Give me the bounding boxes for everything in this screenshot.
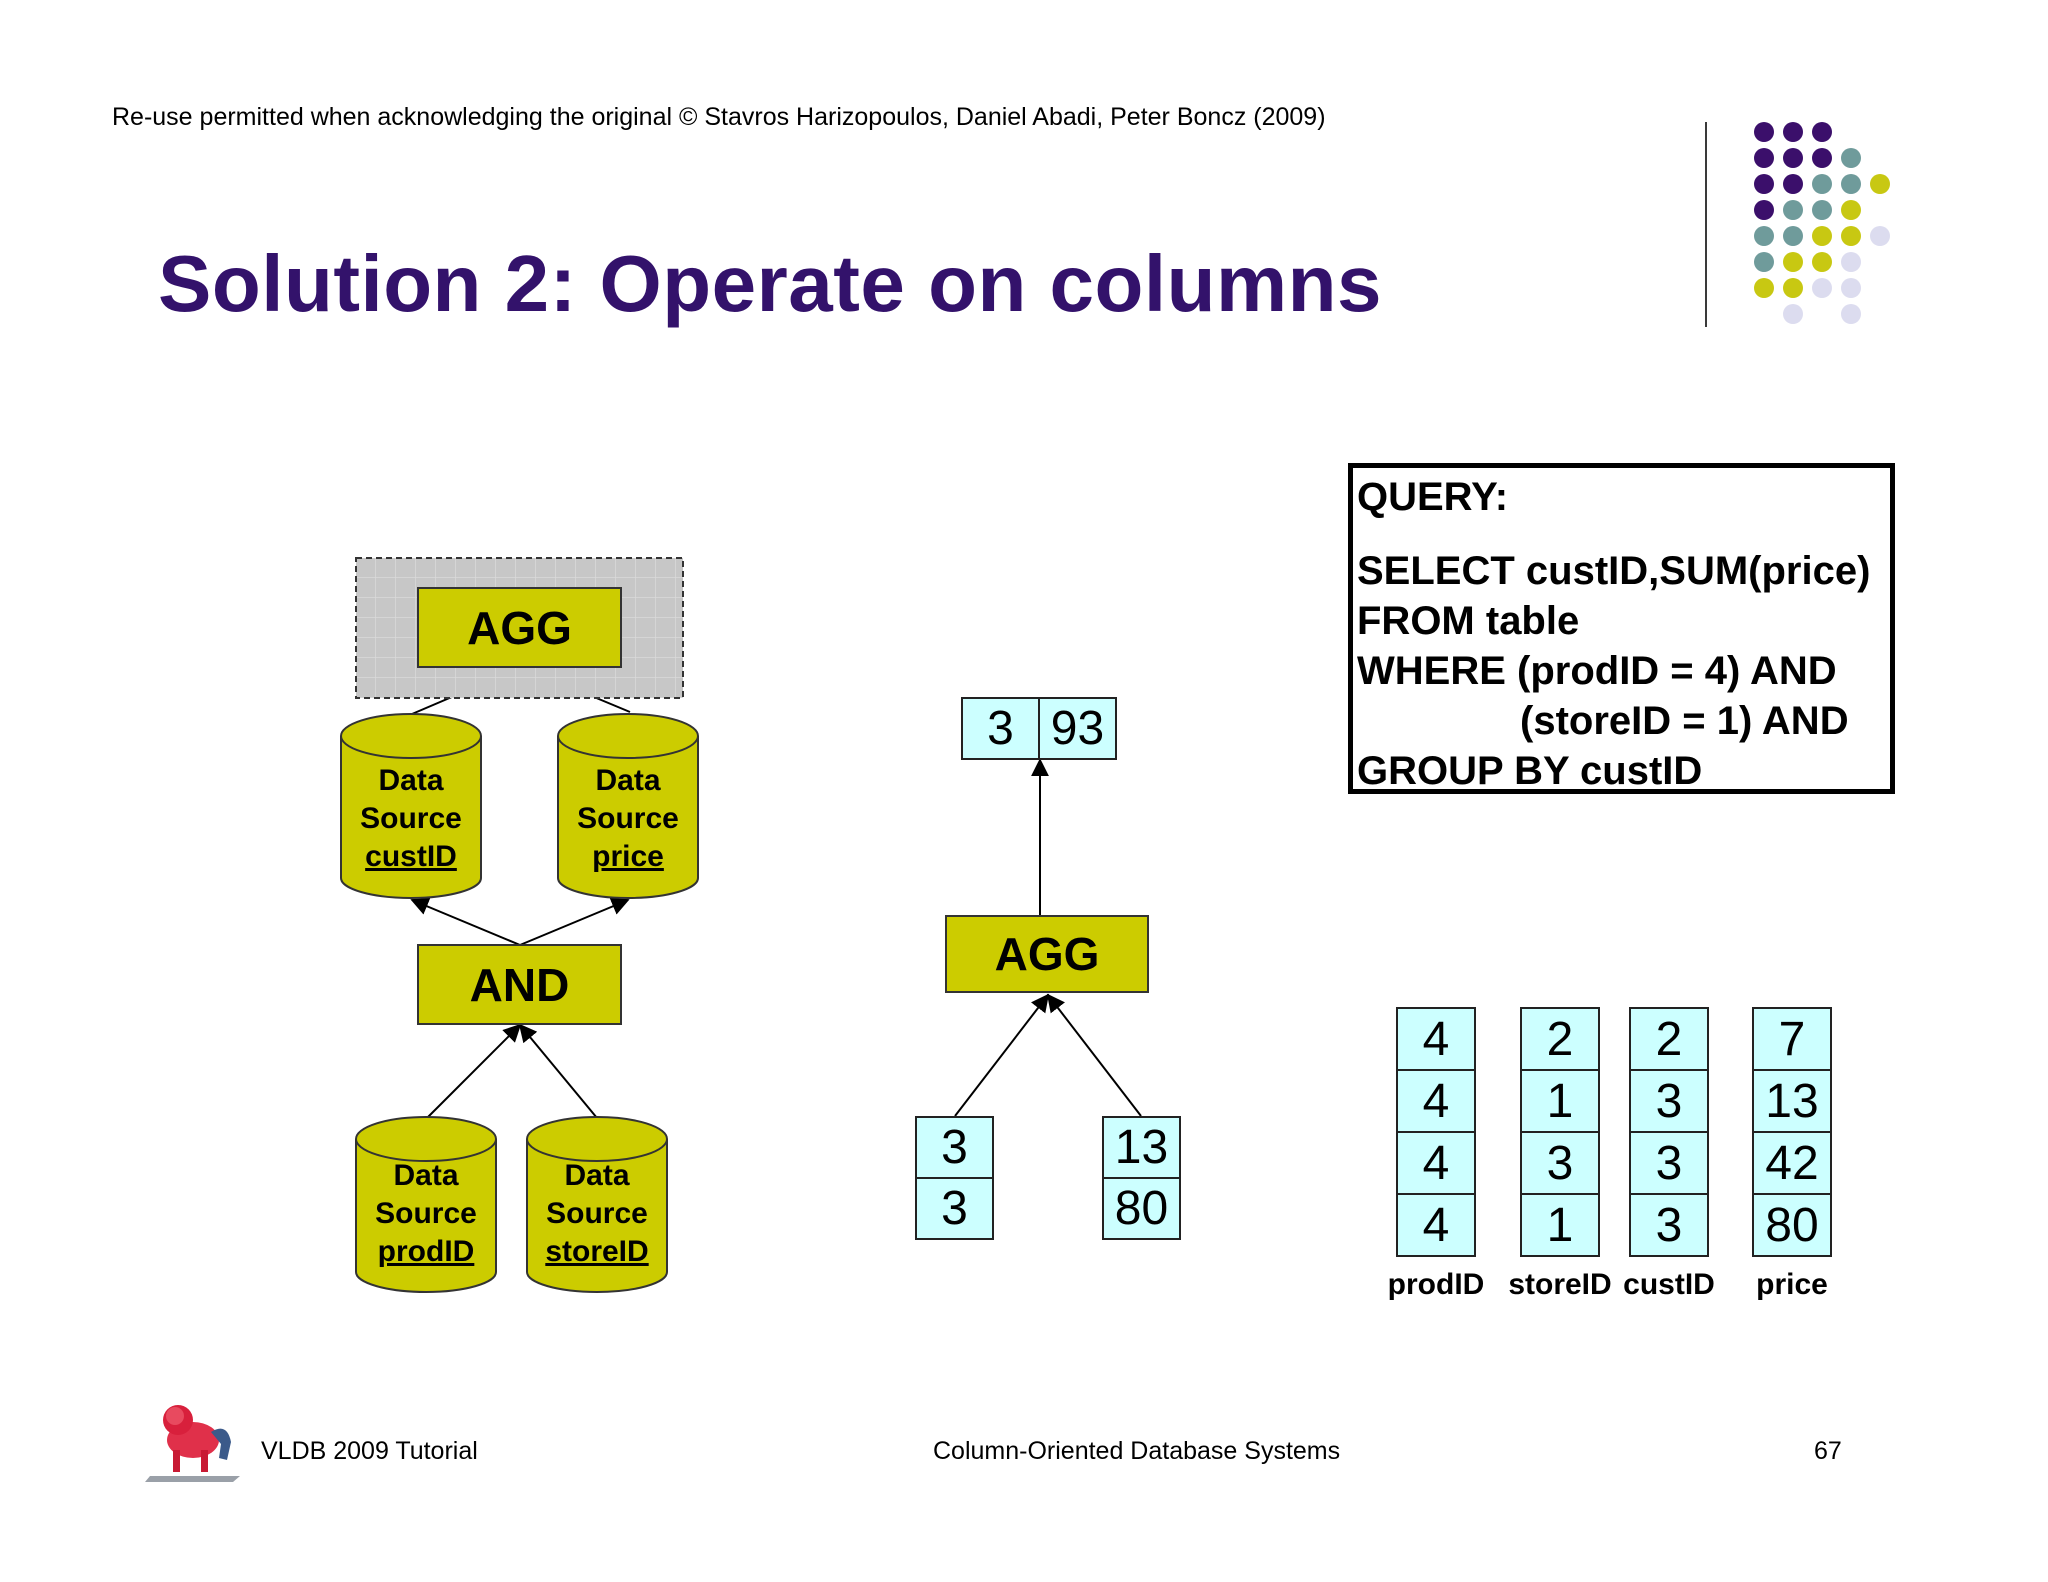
decorative-dot	[1870, 226, 1890, 246]
decorative-dot	[1812, 252, 1832, 272]
decorative-dot	[1841, 252, 1861, 272]
filtered-custid-cell: 3	[915, 1177, 994, 1240]
query-box: QUERY: SELECT custID,SUM(price) FROM tab…	[1348, 463, 1895, 794]
table-cell-prodID: 4	[1396, 1007, 1476, 1071]
decorative-dot	[1754, 174, 1774, 194]
source-storeid-label: Data Source storeID	[545, 1159, 649, 1268]
table-cell-prodID: 4	[1396, 1069, 1476, 1133]
decorative-dot	[1754, 252, 1774, 272]
table-cell-storeID: 1	[1520, 1193, 1600, 1257]
column-label-price: price	[1756, 1268, 1828, 1301]
decorative-dot	[1870, 174, 1890, 194]
decorative-dot	[1754, 226, 1774, 246]
decorative-dot	[1783, 122, 1803, 142]
cylinder-custid	[340, 713, 482, 899]
table-cell-price: 7	[1752, 1007, 1832, 1071]
arrow-and-to-price	[519, 897, 630, 946]
slide-number: 67	[1814, 1437, 1842, 1465]
decorative-dot	[1841, 200, 1861, 220]
decorative-dot	[1841, 174, 1861, 194]
lion-logo	[145, 1405, 240, 1482]
table-cell-storeID: 3	[1520, 1131, 1600, 1195]
arrow-prodid-to-and	[426, 1023, 522, 1119]
column-label-prodID: prodID	[1387, 1268, 1485, 1301]
and-operator: AND	[417, 944, 622, 1025]
table-cell-custID: 3	[1629, 1131, 1709, 1195]
decorative-dot	[1812, 174, 1832, 194]
table-cell-custID: 2	[1629, 1007, 1709, 1071]
decorative-dot	[1754, 122, 1774, 142]
table-cell-storeID: 1	[1520, 1069, 1600, 1133]
decorative-dot	[1812, 278, 1832, 298]
decorative-dot	[1783, 304, 1803, 324]
agg-operator-middle: AGG	[945, 915, 1149, 993]
query-spacer	[1357, 522, 1890, 546]
column-label-custID: custID	[1623, 1268, 1715, 1301]
copyright-notice: Re-use permitted when acknowledging the …	[112, 103, 1326, 131]
cylinder-storeid	[526, 1116, 668, 1293]
title-divider	[1705, 122, 1707, 327]
filtered-price-cell: 80	[1102, 1177, 1181, 1240]
query-groupby: GROUP BY custID	[1357, 749, 1703, 793]
arrow-and-to-custid	[410, 897, 521, 946]
decorative-dot	[1783, 278, 1803, 298]
decorative-dot	[1812, 148, 1832, 168]
table-cell-storeID: 2	[1520, 1007, 1600, 1071]
decorative-dot	[1841, 278, 1861, 298]
table-cell-custID: 3	[1629, 1193, 1709, 1257]
filtered-price-cell: 13	[1102, 1116, 1181, 1179]
table-cell-price: 80	[1752, 1193, 1832, 1257]
table-cell-custID: 3	[1629, 1069, 1709, 1133]
arrow-storeid-to-and	[518, 1023, 598, 1119]
decorative-dot	[1812, 122, 1832, 142]
cylinder-prodid	[355, 1116, 497, 1293]
table-cell-prodID: 4	[1396, 1131, 1476, 1195]
source-prodid-label: Data Source prodID	[375, 1159, 477, 1268]
query-heading: QUERY:	[1357, 475, 1509, 519]
arrow-right-col-to-agg	[1046, 993, 1142, 1117]
decorative-dot	[1783, 174, 1803, 194]
filtered-custid-cell: 3	[915, 1116, 994, 1179]
source-custid-label: Data Source custID	[360, 764, 462, 873]
slide-title: Solution 2: Operate on columns	[158, 239, 1382, 328]
query-where-cont: (storeID = 1) AND	[1520, 699, 1849, 743]
footer-course-title: Column-Oriented Database Systems	[933, 1437, 1341, 1465]
decorative-dot	[1754, 148, 1774, 168]
decorative-dot	[1812, 200, 1832, 220]
query-from: FROM table	[1357, 599, 1580, 643]
table-cell-prodID: 4	[1396, 1193, 1476, 1257]
table-cell-price: 13	[1752, 1069, 1832, 1133]
query-where: WHERE (prodID = 4) AND	[1357, 649, 1837, 693]
decorative-dot	[1783, 226, 1803, 246]
source-price-label: Data Source price	[577, 764, 679, 873]
decorative-dot	[1783, 200, 1803, 220]
column-label-storeID: storeID	[1508, 1268, 1612, 1301]
decorative-dot	[1841, 304, 1861, 324]
cylinder-price	[557, 713, 699, 899]
decorative-dot	[1841, 148, 1861, 168]
result-custid-cell: 3	[961, 697, 1040, 760]
decorative-dot	[1812, 226, 1832, 246]
arrow-left-col-to-agg	[954, 993, 1050, 1117]
table-cell-price: 42	[1752, 1131, 1832, 1195]
decorative-dot	[1841, 226, 1861, 246]
result-sum-cell: 93	[1038, 697, 1117, 760]
query-select: SELECT custID,SUM(price)	[1357, 549, 1871, 593]
decorative-dot	[1783, 252, 1803, 272]
decorative-dot	[1754, 278, 1774, 298]
footer-event: VLDB 2009 Tutorial	[261, 1437, 478, 1465]
decorative-dot	[1754, 200, 1774, 220]
agg-operator: AGG	[417, 587, 622, 668]
decorative-dot	[1783, 148, 1803, 168]
